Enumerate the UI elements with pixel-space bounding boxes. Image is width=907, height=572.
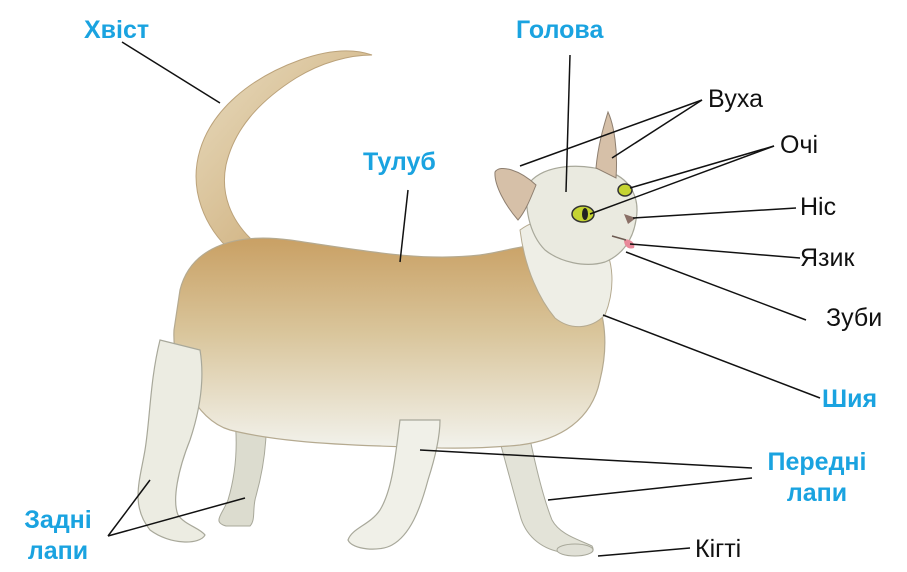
cat-pupil-near [582, 208, 588, 220]
leader-line-claws [597, 547, 691, 557]
leader-line-ear-right [611, 99, 703, 159]
leader-line-neck [602, 314, 821, 399]
label-head: Голова [516, 16, 604, 44]
label-tongue: Язик [800, 244, 855, 272]
cat-ear-right [595, 110, 617, 179]
label-eyes: Очі [780, 131, 819, 159]
leader-line-eye-far [629, 145, 775, 189]
cat-mouth [611, 235, 627, 241]
label-front-legs-line1: Передні [767, 448, 867, 476]
leader-line-ear-left [519, 99, 703, 167]
leader-line-hind-leg-near [107, 497, 246, 537]
cat-tail [195, 50, 373, 253]
cat-tongue [624, 239, 635, 249]
label-neck: Шия [822, 385, 878, 413]
cat-body [173, 237, 606, 449]
leader-line-teeth [625, 251, 807, 321]
leader-line-eye-near [589, 145, 775, 215]
leader-lines [107, 41, 821, 557]
cat-front-leg-near [347, 419, 441, 550]
label-hind-legs: Задні лапи [10, 508, 106, 564]
leader-line-front-leg-near [547, 477, 753, 501]
leader-line-tail [121, 41, 221, 104]
leader-line-torso [399, 189, 409, 263]
label-hind-legs-line1: Задні [24, 506, 92, 534]
label-front-legs: Передні лапи [762, 450, 872, 506]
label-torso: Тулуб [363, 148, 436, 176]
leader-line-front-leg-far [419, 449, 753, 469]
label-claws: Кігті [695, 535, 742, 563]
cat-ear-left [494, 168, 537, 221]
label-ears: Вуха [708, 85, 764, 113]
label-tail: Хвіст [84, 16, 150, 44]
leader-line-hind-leg-far [107, 479, 151, 537]
cat-nose [624, 214, 636, 224]
leader-line-tongue [629, 243, 801, 259]
label-teeth: Зуби [826, 304, 883, 332]
label-hind-legs-line2: лапи [27, 537, 89, 565]
label-nose: Ніс [800, 193, 837, 221]
cat-hind-leg-near [137, 339, 206, 543]
label-front-legs-line2: лапи [786, 479, 848, 507]
cat-eye-far [617, 183, 633, 197]
leader-line-nose [632, 207, 797, 219]
cat-claws [556, 543, 594, 557]
leader-line-head [565, 54, 571, 193]
